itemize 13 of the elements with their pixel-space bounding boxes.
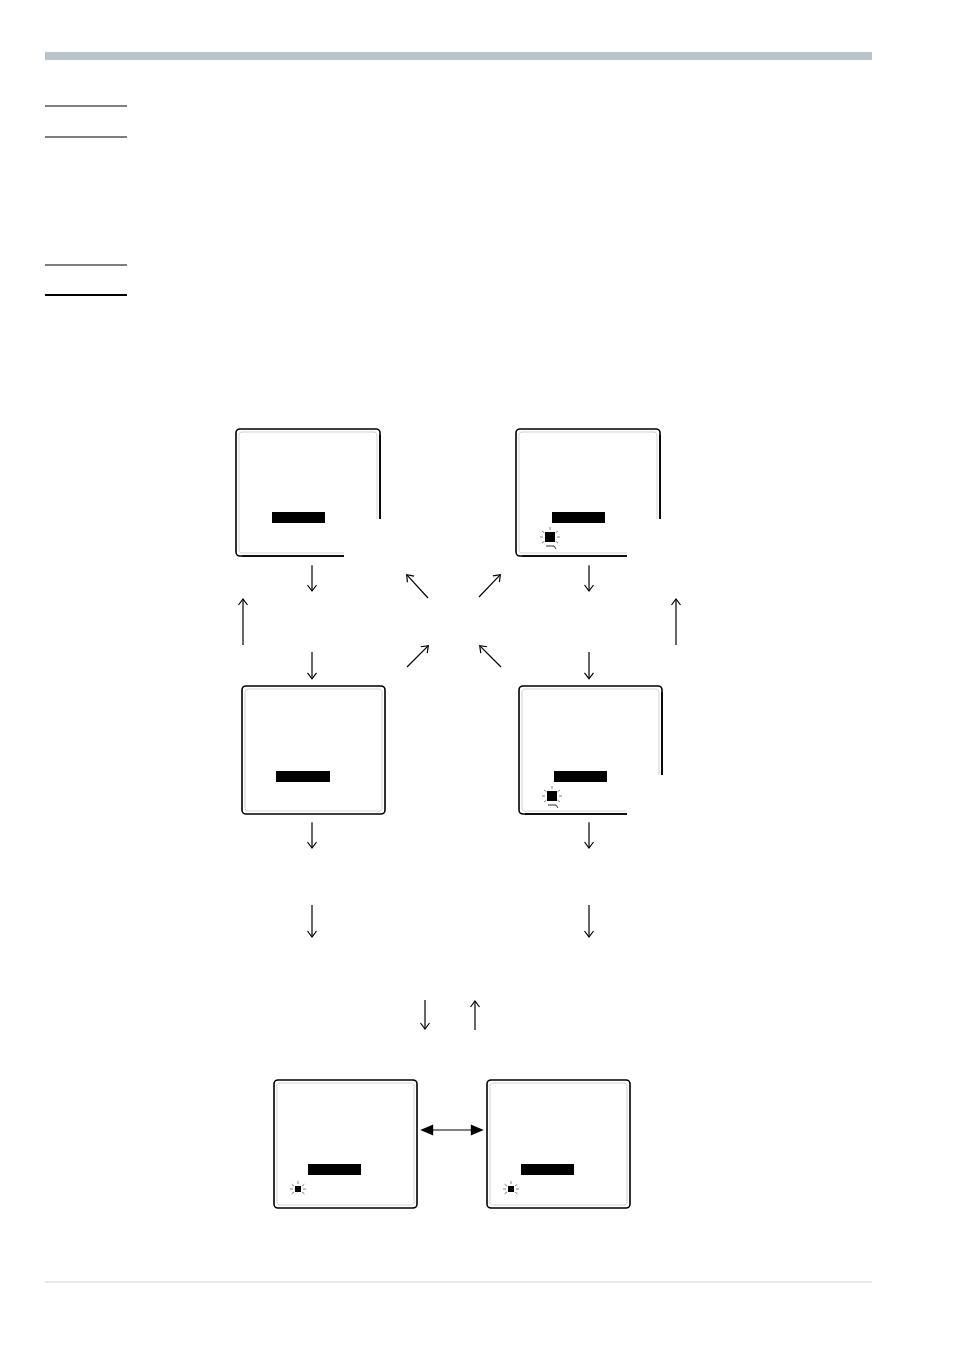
arrow	[306, 821, 318, 849]
screen-drawing	[518, 685, 664, 816]
arrow	[583, 651, 595, 680]
arrow	[420, 1124, 484, 1136]
arrow	[583, 564, 595, 592]
arrow	[306, 564, 318, 592]
screen-drawing	[515, 428, 662, 558]
arrow	[306, 651, 318, 680]
screen-drawing	[235, 428, 382, 558]
screen-drawing	[486, 1079, 631, 1209]
screen-drawing	[273, 1079, 418, 1209]
arrow	[583, 821, 595, 849]
screen-drawing	[241, 685, 386, 815]
